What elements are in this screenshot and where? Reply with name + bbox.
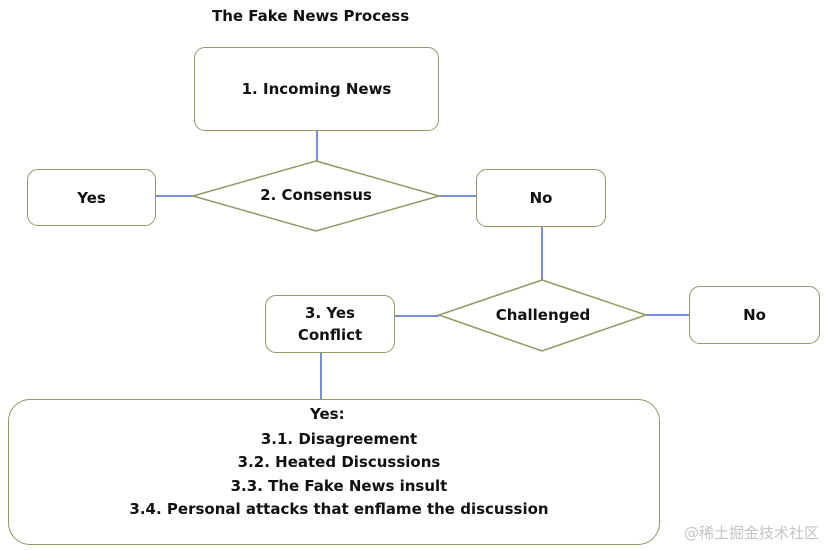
conflict-label-line2: Conflict bbox=[297, 326, 363, 344]
outcome-heading: Yes: bbox=[310, 405, 345, 423]
outcome-list: 3.1. Disagreement 3.2. Heated Discussion… bbox=[9, 428, 679, 521]
challenged-label: Challenged bbox=[495, 306, 591, 324]
outcome-item: 3.2. Heated Discussions bbox=[237, 453, 441, 472]
challenged-diamond bbox=[436, 279, 649, 352]
outcome-item: 3.4. Personal attacks that enflame the d… bbox=[129, 499, 549, 518]
outcome-item: 3.3. The Fake News insult bbox=[230, 476, 448, 495]
conflict-node: 3. Yes Conflict bbox=[265, 295, 395, 353]
outcome-node: Yes: 3.1. Disagreement 3.2. Heated Discu… bbox=[8, 399, 660, 545]
no-consensus-node: No bbox=[476, 169, 606, 227]
consensus-diamond bbox=[190, 160, 442, 232]
outcome-item: 3.1. Disagreement bbox=[260, 430, 418, 448]
yes-consensus-label: Yes bbox=[77, 188, 106, 207]
watermark: @稀土掘金技术社区 bbox=[683, 524, 819, 542]
no-challenged-node: No bbox=[689, 286, 820, 344]
yes-consensus-node: Yes bbox=[27, 169, 156, 226]
no-challenged-label: No bbox=[743, 306, 766, 324]
no-consensus-label: No bbox=[529, 189, 553, 207]
incoming-news-label: 1. Incoming News bbox=[241, 80, 392, 98]
consensus-label: 2. Consensus bbox=[260, 186, 372, 204]
diagram-title: The Fake News Process bbox=[212, 7, 410, 25]
conflict-label-line1: 3. Yes bbox=[305, 304, 355, 322]
incoming-news-node: 1. Incoming News bbox=[194, 47, 439, 131]
